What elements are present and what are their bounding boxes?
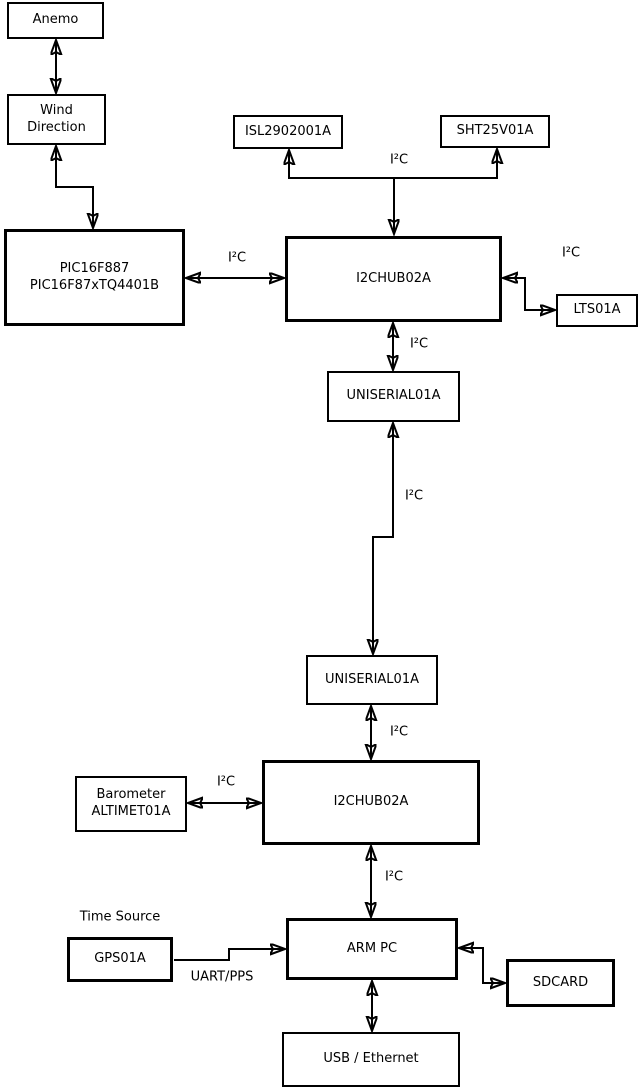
node-anemo-label: Anemo xyxy=(32,12,79,28)
edge-gps-armpc xyxy=(174,949,284,961)
node-i2chub02a-1-label: I2CHUB02A xyxy=(356,270,431,286)
node-sdcard-label: SDCARD xyxy=(532,974,589,990)
edge-label-uart-pps: UART/PPS xyxy=(190,969,254,985)
node-wind-direction: Wind Direction xyxy=(7,94,106,145)
node-i2chub02a-2-label: I2CHUB02A xyxy=(333,794,409,810)
node-usb-ethernet-label: USB / Ethernet xyxy=(323,1051,419,1067)
node-barometer-altimet01a-label: Barometer ALTIMET01A xyxy=(91,787,171,819)
node-anemo: Anemo xyxy=(7,2,104,39)
node-wind-direction-label: Wind Direction xyxy=(27,102,86,135)
node-sdcard: SDCARD xyxy=(506,959,615,1007)
edge-label-i2c-hub2-armpc: I²C xyxy=(384,869,404,885)
edge-label-i2c-pic-hub1: I²C xyxy=(227,250,247,266)
node-barometer-altimet01a: Barometer ALTIMET01A xyxy=(75,776,187,832)
node-isl2902001a: ISL2902001A xyxy=(233,115,343,149)
edge-armpc-sdcard xyxy=(460,948,504,983)
node-pic16f887-label: PIC16F887 PIC16F87xTQ4401B xyxy=(29,260,160,293)
edge-label-i2c-serial-link: I²C xyxy=(404,488,424,504)
edge-label-time-source: Time Source xyxy=(79,909,161,925)
node-uniserial01a-2-label: UNISERIAL01A xyxy=(325,671,419,687)
node-gps01a-label: GPS01A xyxy=(94,951,146,967)
node-uniserial01a-2: UNISERIAL01A xyxy=(306,655,438,705)
edge-uniserial1-uniserial2 xyxy=(373,424,393,653)
node-i2chub02a-2: I2CHUB02A xyxy=(262,760,480,845)
node-pic16f887: PIC16F887 PIC16F87xTQ4401B xyxy=(4,229,185,326)
edge-label-i2c-hub1-uniserial1: I²C xyxy=(409,336,429,352)
edge-label-i2c-hub1-lts: I²C xyxy=(561,245,581,261)
node-arm-pc: ARM PC xyxy=(286,918,458,980)
node-isl2902001a-label: ISL2902001A xyxy=(244,123,332,139)
node-i2chub02a-1: I2CHUB02A xyxy=(285,236,502,322)
node-uniserial01a-1-label: UNISERIAL01A xyxy=(346,388,441,404)
node-lts01a: LTS01A xyxy=(556,294,638,327)
node-lts01a-label: LTS01A xyxy=(573,302,621,318)
node-sht25v01a-label: SHT25V01A xyxy=(456,123,534,139)
edge-hub1-lts xyxy=(504,278,554,310)
edge-label-i2c-sensors: I²C xyxy=(389,152,409,168)
edge-label-i2c-uniserial2-hub2: I²C xyxy=(389,724,409,740)
node-uniserial01a-1: UNISERIAL01A xyxy=(327,371,460,422)
node-usb-ethernet: USB / Ethernet xyxy=(282,1032,460,1087)
node-sht25v01a: SHT25V01A xyxy=(440,115,550,148)
edge-wind-pic xyxy=(56,147,93,227)
node-arm-pc-label: ARM PC xyxy=(346,940,398,956)
node-gps01a: GPS01A xyxy=(67,937,173,982)
edge-label-i2c-barometer-hub2: I²C xyxy=(216,774,236,790)
